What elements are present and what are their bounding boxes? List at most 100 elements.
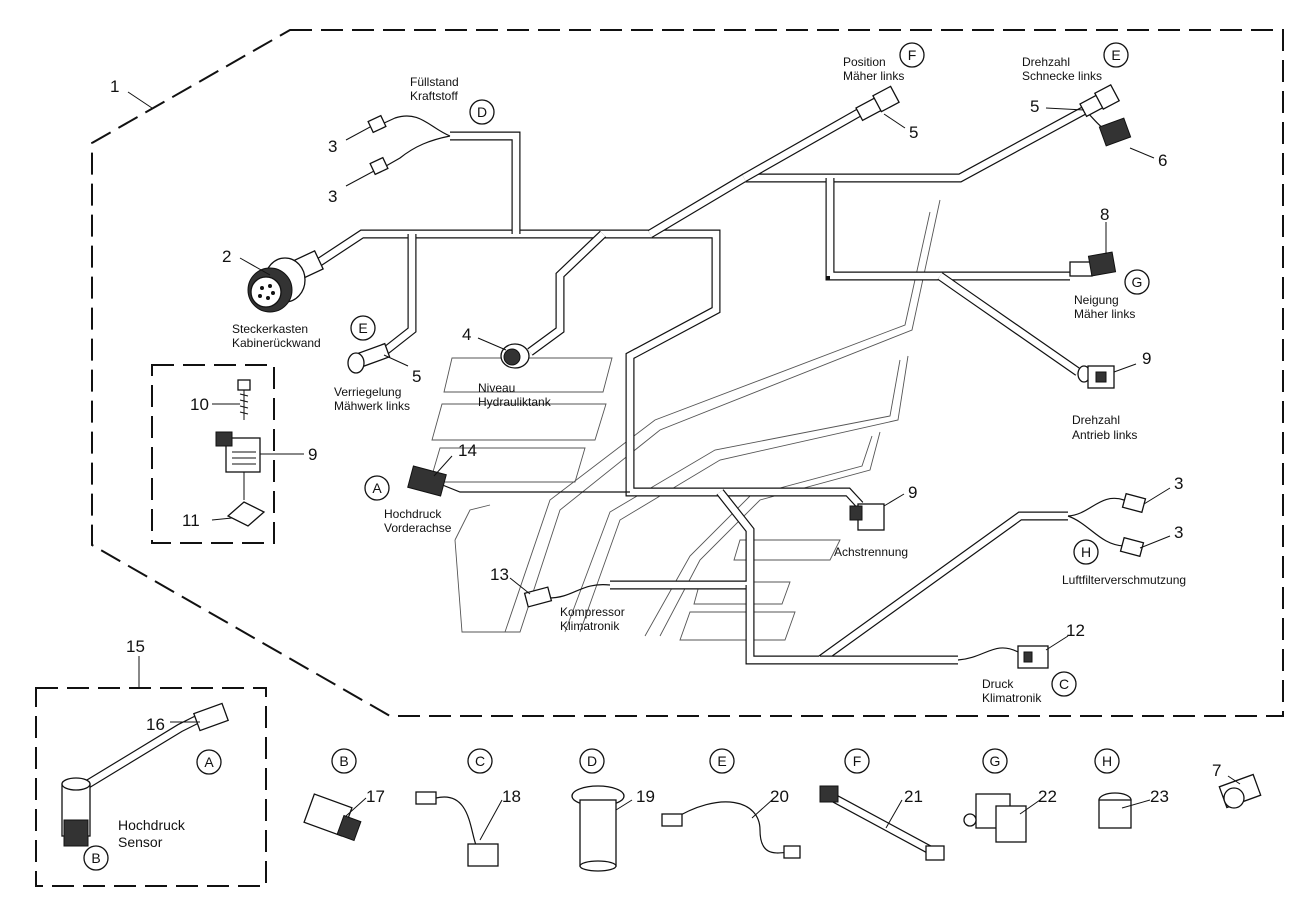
callout-H: H xyxy=(1081,544,1091,560)
connector-14 xyxy=(407,465,447,497)
part-number: 11 xyxy=(182,511,200,530)
callout-H: H xyxy=(1102,753,1112,769)
connector-13 xyxy=(523,586,553,608)
label-air-filter: Luftfilterverschmutzung xyxy=(1062,573,1186,587)
part-number: 13 xyxy=(490,565,509,584)
connector-12 xyxy=(1017,645,1049,669)
sender-19 xyxy=(571,785,625,872)
part-number: 10 xyxy=(190,395,209,414)
callout-F: F xyxy=(908,47,917,63)
label-speed-auger: Drehzahl xyxy=(1022,55,1070,69)
part-number: 18 xyxy=(502,787,521,806)
label-speed-drive: Drehzahl xyxy=(1072,413,1120,427)
connector-7 xyxy=(1218,773,1262,809)
plug-3d xyxy=(1119,536,1145,558)
sensor-17 xyxy=(303,793,362,842)
callout-E: E xyxy=(358,320,367,336)
part-number: 12 xyxy=(1066,621,1085,640)
label-position: Mäher links xyxy=(843,69,904,83)
part-number: 23 xyxy=(1150,787,1169,806)
part-number: 5 xyxy=(1030,97,1039,116)
label-tilt: Neigung xyxy=(1074,293,1119,307)
leader-lines xyxy=(138,107,1241,841)
label-fuel-level: Füllstand xyxy=(410,75,459,89)
gasket-11 xyxy=(226,501,266,527)
part-number: 2 xyxy=(222,247,231,266)
callout-A: A xyxy=(204,754,214,770)
part-number: 9 xyxy=(908,483,917,502)
part-number: 16 xyxy=(146,715,165,734)
cable-18 xyxy=(415,791,499,867)
sensor-5-lock xyxy=(347,342,391,374)
sensor-5-6-auger xyxy=(1079,83,1132,147)
part-number: 5 xyxy=(412,367,421,386)
label-speed-auger: Schnecke links xyxy=(1022,69,1102,83)
sensor-21 xyxy=(819,785,945,861)
callout-B: B xyxy=(339,753,348,769)
callout-B: B xyxy=(91,850,100,866)
sensor-9-axle xyxy=(849,503,885,531)
part-number: 6 xyxy=(1158,151,1167,170)
callout-E: E xyxy=(717,753,726,769)
callout-A: A xyxy=(372,480,382,496)
sensor-9-inset xyxy=(215,431,261,473)
part-number: 8 xyxy=(1100,205,1109,224)
part-number: 17 xyxy=(366,787,385,806)
part-number: 20 xyxy=(770,787,789,806)
part-number: 14 xyxy=(458,441,477,460)
harness-trunks xyxy=(315,106,1088,665)
leader-1 xyxy=(127,91,153,109)
part-number: 22 xyxy=(1038,787,1057,806)
sensor-4-level xyxy=(500,343,530,369)
callout-G: G xyxy=(990,753,1001,769)
connector-8-tilt xyxy=(1069,251,1117,277)
label-compressor: Klimatronik xyxy=(560,619,620,633)
part-number: 5 xyxy=(909,123,918,142)
sensor-5-position xyxy=(855,85,900,122)
sensor-9-drive xyxy=(1077,365,1115,389)
label-pressure: Druck xyxy=(982,677,1014,691)
plug-3b xyxy=(369,156,389,176)
part-number: 4 xyxy=(462,325,471,344)
connector-2-round xyxy=(247,250,324,313)
label-axle-sep: Achstrennung xyxy=(834,545,908,559)
label-level: Niveau xyxy=(478,381,515,395)
label-socket-box: Kabinerückwand xyxy=(232,336,321,350)
label-lock: Verriegelung xyxy=(334,385,401,399)
callout-C: C xyxy=(1059,676,1069,692)
plug-3c xyxy=(1121,492,1147,514)
callout-D: D xyxy=(587,753,597,769)
part-number: 9 xyxy=(308,445,317,464)
label-pressure: Klimatronik xyxy=(982,691,1042,705)
label-hp-sensor: Hochdruck xyxy=(118,817,186,833)
label-lock: Mähwerk links xyxy=(334,399,410,413)
part-number: 3 xyxy=(1174,474,1183,493)
part-number: 21 xyxy=(904,787,923,806)
sensor-22 xyxy=(963,793,1027,843)
part-number: 9 xyxy=(1142,349,1151,368)
callout-E: E xyxy=(1111,47,1120,63)
label-hp-front: Vorderachse xyxy=(384,521,452,535)
label-fuel-level: Kraftstoff xyxy=(410,89,458,103)
inset-box-15-16 xyxy=(35,687,267,887)
callout-G: G xyxy=(1132,274,1143,290)
plug-3a xyxy=(367,114,387,134)
cable-20 xyxy=(661,801,801,859)
part-number: 7 xyxy=(1212,761,1221,780)
label-hp-front: Hochdruck xyxy=(384,507,442,521)
bolt-10 xyxy=(237,379,251,420)
inset-box-9-10-11 xyxy=(151,364,275,544)
label-speed-drive: Antrieb links xyxy=(1072,428,1137,442)
descriptive-labels: Füllstand Kraftstoff Position Mäher link… xyxy=(118,55,1186,850)
part-number: 19 xyxy=(636,787,655,806)
part-number: 1 xyxy=(110,77,119,96)
sensor-hp-16 xyxy=(61,702,230,847)
callout-letters: D F E E G A H C A B B C D E F G H xyxy=(83,42,1150,871)
callout-D: D xyxy=(477,104,487,120)
label-tilt: Mäher links xyxy=(1074,307,1135,321)
label-socket-box: Steckerkasten xyxy=(232,322,308,336)
callout-C: C xyxy=(475,753,485,769)
part-number: 3 xyxy=(328,137,337,156)
part-number: 15 xyxy=(126,637,145,656)
